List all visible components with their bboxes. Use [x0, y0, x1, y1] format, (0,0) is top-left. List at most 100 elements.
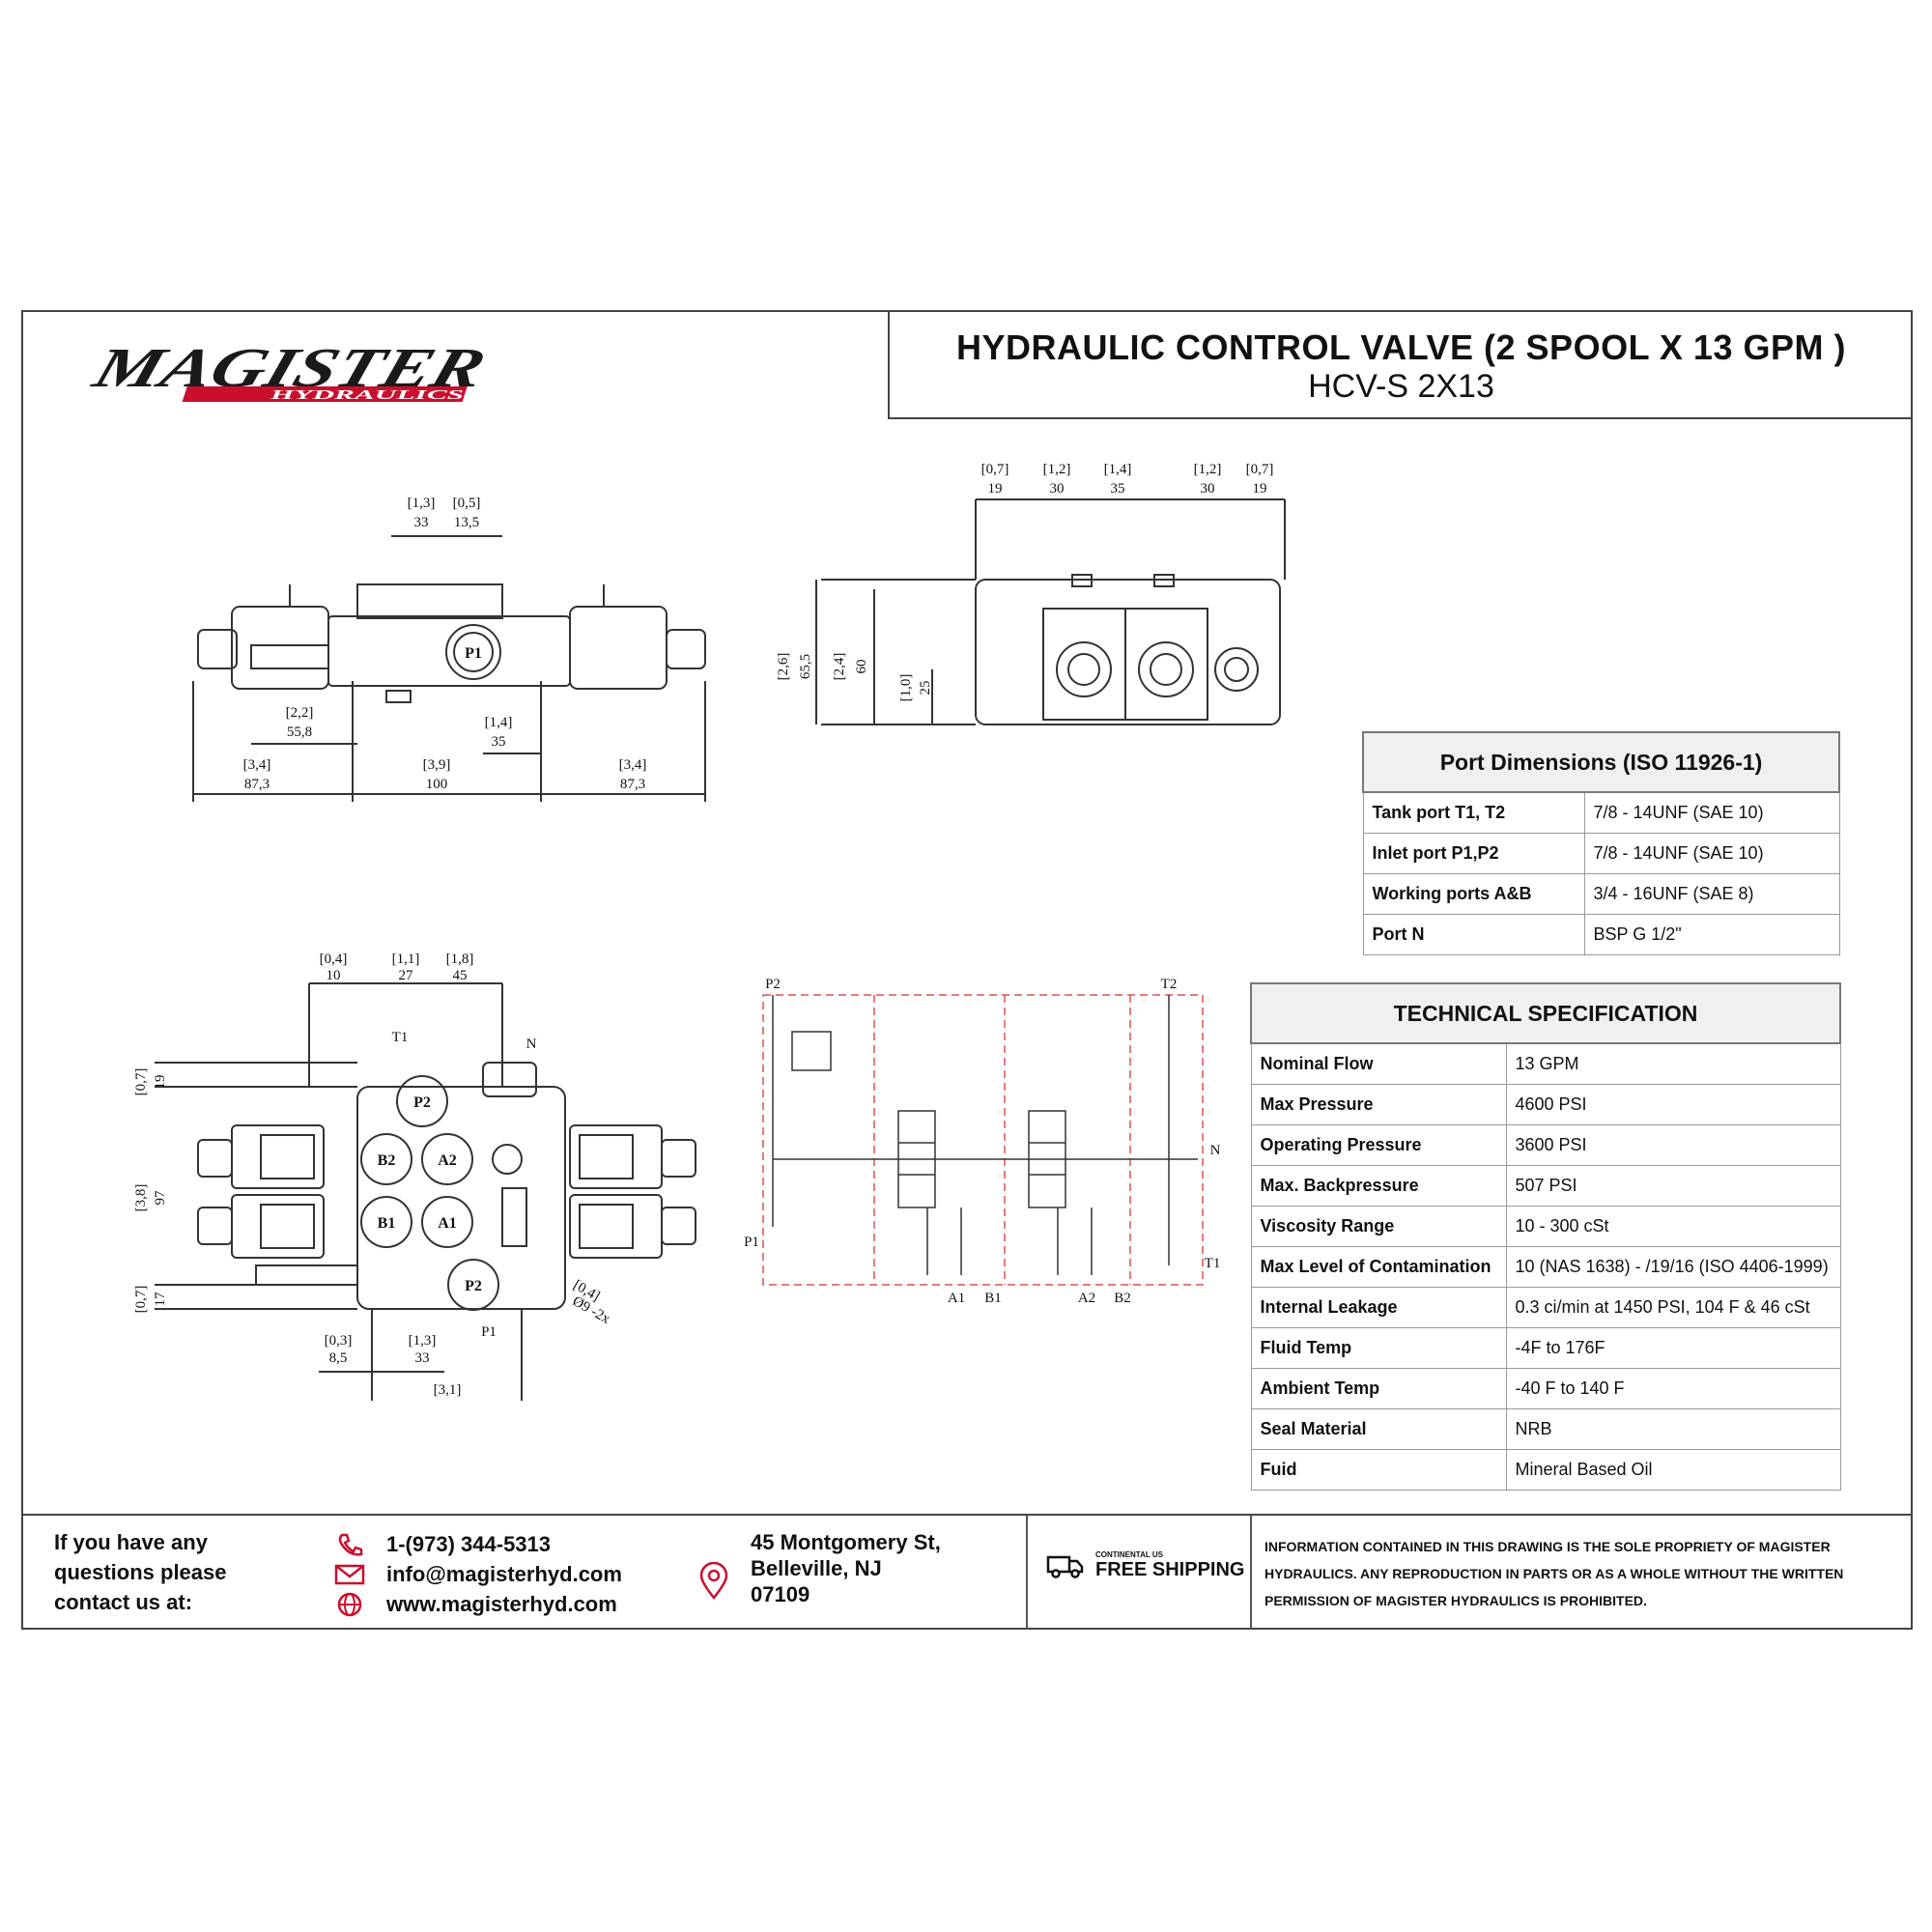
phone-link[interactable]: 1-(973) 344-5313	[386, 1531, 552, 1556]
svg-text:65,5: 65,5	[798, 654, 813, 679]
svg-text:25: 25	[918, 681, 933, 696]
svg-text:[2,4]: [2,4]	[832, 653, 847, 681]
svg-text:[3,8]: [3,8]	[133, 1184, 149, 1212]
svg-text:[1,3]: [1,3]	[409, 1333, 437, 1349]
phone-icon	[338, 1533, 363, 1556]
svg-text:[1,4]: [1,4]	[1104, 462, 1132, 477]
shipping-badge: CONTINENTAL US FREE SHIPPING	[1045, 1550, 1244, 1581]
contact-list: 1-(973) 344-5313 info@magisterhyd.com ww…	[330, 1529, 622, 1619]
front-view-drawing	[815, 498, 1286, 725]
title-block: HYDRAULIC CONTROL VALVE (2 SPOOL X 13 GP…	[888, 310, 1913, 419]
port-dimensions-table: Port Dimensions (ISO 11926-1) Tank port …	[1362, 731, 1840, 955]
svg-text:P1: P1	[744, 1235, 759, 1250]
svg-text:[0,7]: [0,7]	[133, 1286, 149, 1314]
shipping-scope: CONTINENTAL US	[1095, 1550, 1163, 1559]
svg-text:[2,6]: [2,6]	[776, 653, 791, 681]
table-row: Ambient Temp-40 F to 140 F	[1250, 1368, 1841, 1409]
svg-text:B1: B1	[984, 1291, 1002, 1306]
svg-text:N: N	[1210, 1143, 1221, 1158]
svg-text:A1: A1	[438, 1215, 457, 1232]
svg-text:[0,5]: [0,5]	[453, 496, 481, 511]
svg-text:A2: A2	[1078, 1291, 1095, 1306]
drawing-title: HYDRAULIC CONTROL VALVE (2 SPOOL X 13 GP…	[956, 327, 1846, 367]
svg-text:87,3: 87,3	[620, 777, 645, 792]
svg-text:[1,4]: [1,4]	[485, 715, 513, 730]
svg-text:[3,9]: [3,9]	[423, 757, 451, 773]
svg-text:A2: A2	[438, 1152, 457, 1169]
svg-text:A1: A1	[948, 1291, 965, 1306]
legal-notice: INFORMATION CONTAINED IN THIS DRAWING IS…	[1264, 1539, 1844, 1608]
svg-text:T1: T1	[392, 1030, 409, 1045]
svg-text:60: 60	[854, 660, 869, 674]
svg-text:19: 19	[1253, 481, 1267, 497]
svg-text:B2: B2	[1114, 1291, 1131, 1306]
shipping-label: FREE SHIPPING	[1095, 1559, 1245, 1580]
phone-row: 1-(973) 344-5313	[330, 1529, 622, 1559]
svg-text:N: N	[526, 1037, 537, 1052]
footer-divider	[1026, 1516, 1028, 1630]
svg-text:30: 30	[1201, 481, 1215, 497]
svg-text:[1,8]: [1,8]	[446, 952, 474, 967]
truck-icon	[1046, 1555, 1084, 1578]
svg-text:[2,2]: [2,2]	[286, 705, 314, 721]
svg-text:30: 30	[1050, 481, 1065, 497]
svg-text:33: 33	[414, 515, 429, 530]
svg-text:10: 10	[327, 968, 341, 983]
svg-text:[1,3]: [1,3]	[408, 496, 436, 511]
address: 45 Montgomery St, Belleville, NJ 07109	[751, 1530, 941, 1606]
svg-text:[3,4]: [3,4]	[619, 757, 647, 773]
svg-text:19: 19	[988, 481, 1003, 497]
svg-text:B2: B2	[378, 1152, 396, 1169]
table-row: Fluid Temp-4F to 176F	[1250, 1327, 1841, 1369]
website-link[interactable]: www.magisterhyd.com	[386, 1591, 617, 1616]
svg-text:P1: P1	[465, 645, 482, 662]
svg-text:[3,1]: [3,1]	[434, 1382, 462, 1398]
svg-text:8,5: 8,5	[329, 1350, 348, 1366]
hydraulic-schematic	[762, 994, 1204, 1286]
location-pin-icon	[699, 1562, 728, 1601]
svg-text:55,8: 55,8	[287, 724, 312, 740]
svg-text:[1,0]: [1,0]	[898, 674, 914, 702]
svg-text:B1: B1	[378, 1215, 396, 1232]
svg-text:33: 33	[415, 1350, 430, 1366]
magister-logo: MAGISTER HYDRAULICS	[85, 338, 493, 403]
port-table-title: Port Dimensions (ISO 11926-1)	[1362, 731, 1840, 793]
svg-text:P1: P1	[481, 1324, 497, 1340]
side-view-drawing	[155, 982, 696, 1401]
svg-text:T1: T1	[1205, 1256, 1221, 1271]
svg-text:[0,4]: [0,4]	[320, 952, 348, 967]
svg-text:97: 97	[153, 1190, 168, 1206]
web-row: www.magisterhyd.com	[330, 1589, 622, 1619]
model-number: HCV-S 2X13	[1308, 368, 1494, 405]
svg-text:P2: P2	[765, 977, 781, 992]
logo-sub: HYDRAULICS	[269, 388, 465, 403]
svg-text:P2: P2	[465, 1278, 482, 1294]
email-link[interactable]: info@magisterhyd.com	[386, 1561, 622, 1586]
footer: If you have any questions please contact…	[21, 1514, 1913, 1630]
svg-text:[0,7]: [0,7]	[981, 462, 1009, 477]
contact-prompt: If you have any questions please contact…	[54, 1530, 227, 1614]
svg-text:27: 27	[399, 968, 414, 983]
svg-text:45: 45	[453, 968, 468, 983]
top-view-drawing	[192, 535, 706, 802]
svg-text:[1,2]: [1,2]	[1043, 462, 1071, 477]
email-row: info@magisterhyd.com	[330, 1559, 622, 1589]
globe-icon	[337, 1592, 362, 1616]
svg-text:[1,1]: [1,1]	[392, 952, 420, 967]
footer-divider	[1250, 1516, 1252, 1630]
svg-text:[3,4]: [3,4]	[243, 757, 271, 773]
